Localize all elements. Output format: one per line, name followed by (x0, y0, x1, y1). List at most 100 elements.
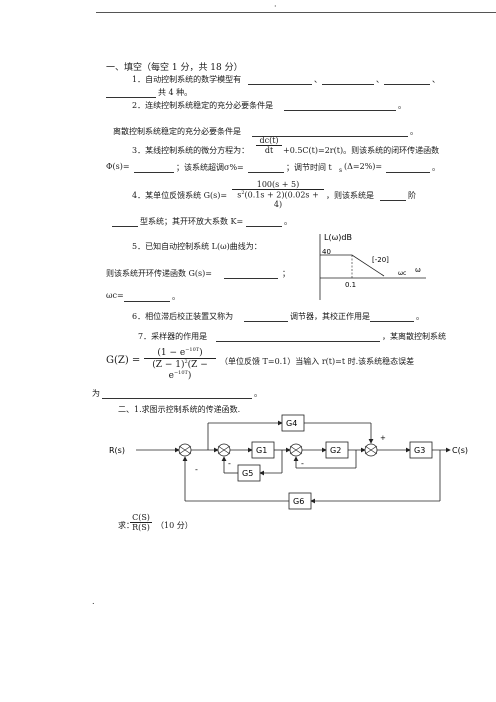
q4-mid: ，则该系统是 (326, 191, 374, 200)
ask-prefix: 求： (118, 521, 134, 530)
ask-num: C(S) (132, 513, 150, 522)
bode-y-value: 40 (322, 248, 331, 256)
sign-minus-3: - (301, 459, 304, 468)
bode-graph: L(ω)dB 40 [-20] 0.1 ωc ω (319, 233, 426, 300)
q7-blank-1[interactable] (216, 341, 380, 342)
ask-frac-line (130, 522, 152, 523)
q1-blank-3[interactable] (384, 84, 430, 85)
q2-prefix: 2．连续控制系统稳定的充分必要条件是 (132, 101, 274, 110)
q5-blank-2[interactable] (124, 301, 170, 302)
q3-blank-2[interactable] (248, 172, 284, 173)
block-g5-label: G5 (242, 469, 253, 478)
block-diagram: R(s) C(s) G1 G2 G3 G4 + G5 - - G6 - (109, 414, 468, 510)
q3-prefix: 3．某线控制系统的微分方程为： (132, 146, 250, 155)
q1-sep-1: 、 (314, 75, 322, 84)
q3-frac-line (256, 145, 282, 146)
q4-den-post: (0.1s + 2)(0.02s + 4) (244, 190, 319, 209)
q5-prefix: 5．已知自动控制系统 L(ω)曲线为： (132, 242, 262, 251)
sign-minus-1: - (195, 465, 198, 474)
q1-suffix: 共 4 种。 (158, 88, 193, 97)
q7-gz: G(Z) = (106, 355, 141, 366)
q4-den-s: s (237, 190, 242, 200)
q3-line2-prefix: Φ(s)= (106, 162, 130, 171)
q5-line2: 则该系统开环传递函数 G(s)= (106, 269, 212, 278)
q7-den-mid: (Z − e (168, 360, 208, 381)
block-g2-label: G2 (330, 446, 341, 455)
q7-blank-2[interactable] (102, 398, 252, 399)
q7-prefix: 7．采样器的作用是 (138, 332, 208, 341)
q1-sep-2: 、 (376, 75, 384, 84)
q2-suffix: 。 (398, 101, 406, 110)
q6-blank-2[interactable] (370, 321, 414, 322)
bode-wc-label: ωc (398, 270, 406, 277)
q1-blank-1[interactable] (248, 84, 312, 85)
header-dot: · (274, 2, 277, 11)
q3-line2-mid1: ；该系统超调σ%= (176, 163, 244, 172)
q-discrete-suffix: 。 (410, 127, 418, 136)
bode-ylabel: L(ω)dB (324, 233, 352, 242)
section2-heading: 二、1.求图示控制系统的传递函数. (118, 405, 241, 414)
bode-w-label: ω (415, 266, 421, 274)
q7-num: (1 − e (157, 348, 186, 358)
q6-prefix: 6．相位滞后校正装置又称为 (132, 312, 234, 321)
q2-blank[interactable] (284, 110, 396, 111)
q7-num-sup: −10T (185, 347, 200, 353)
block-g3-label: G3 (414, 446, 425, 455)
q7-numerator: (1 − e−10T) (144, 347, 216, 358)
block-g6-label: G6 (293, 497, 304, 506)
block-g1-label: G1 (256, 446, 267, 455)
input-label: R(s) (109, 446, 125, 455)
bode-slope: [-20] (372, 256, 389, 264)
q7-denominator: (Z − 1)2(Z − e−10T) (144, 359, 216, 381)
q7-line2-prefix: 为 (92, 389, 100, 398)
q7-fraction: (1 − e−10T) (Z − 1)2(Z − e−10T) (144, 347, 216, 381)
section1-heading: 一、填空（每空 1 分，共 18 分） (106, 63, 243, 73)
q1-blank-4[interactable] (106, 97, 156, 98)
sign-minus-2: - (228, 459, 231, 468)
q5-blank-1[interactable] (224, 278, 278, 279)
q3-line2-suffix: 。 (432, 163, 440, 172)
q4-frac-num: 100(s + 5) (256, 180, 300, 189)
q7-den-sup2: −10T (173, 370, 188, 376)
sign-plus: + (380, 434, 386, 442)
q4-den-sup: 2 (241, 190, 245, 196)
q7-den: (Z − 1) (152, 360, 185, 370)
bode-x-value: 0.1 (345, 281, 356, 289)
q3-frac-den: dt (264, 146, 274, 155)
ask-fraction: C(S) R(S) (130, 513, 152, 532)
q3-blank-1[interactable] (134, 172, 174, 173)
q1-blank-2[interactable] (322, 84, 374, 85)
q-discrete-prefix: 离散控制系统稳定的充分必要条件是 (113, 127, 241, 136)
q3-ts-sub: s (339, 167, 343, 174)
output-label: C(s) (452, 446, 468, 455)
q7-num-end: ) (199, 348, 203, 358)
q5-line3: ωc= (106, 291, 124, 300)
q3-fraction: dc(t) dt (256, 136, 282, 155)
q3-frac-num: dc(t) (259, 136, 279, 145)
block-g4-label: G4 (286, 419, 297, 428)
q4-frac-den: s2(0.1s + 2)(0.02s + 4) (232, 190, 324, 209)
q5-line2-suffix: ； (282, 269, 290, 278)
q6-blank-1[interactable] (244, 321, 288, 322)
q4-mid2: 阶 (408, 191, 416, 200)
q3-blank-3[interactable] (386, 172, 430, 173)
q3-line2-mid3: (Δ=2%)= (344, 162, 383, 171)
q1-sep-3: 、 (432, 75, 440, 84)
q4-blank-3[interactable] (246, 226, 282, 227)
q6-mid: 调节器，其校正作用是 (290, 312, 370, 321)
q4-blank-1[interactable] (380, 200, 406, 201)
ask-den: R(S) (132, 523, 150, 532)
q5-line3-suffix: 。 (172, 292, 180, 301)
footer-dot: . (92, 597, 95, 606)
q7-suffix: ，某离散控制系统 (382, 332, 446, 341)
q7-line2-suffix: 。 (254, 389, 262, 398)
q4-prefix: 4．某单位反馈系统 G(s)= (132, 191, 228, 200)
q1-prefix: 1．自动控制系统的数学模型有 (132, 75, 242, 84)
q7-den-end: ) (187, 371, 192, 381)
q4-frac-line (232, 189, 324, 190)
q4-blank-2[interactable] (112, 226, 138, 227)
q6-suffix: 。 (416, 312, 424, 321)
q-discrete-blank[interactable] (252, 136, 408, 137)
q7-frac-line (144, 358, 216, 359)
q4-fraction: 100(s + 5) s2(0.1s + 2)(0.02s + 4) (232, 180, 324, 209)
